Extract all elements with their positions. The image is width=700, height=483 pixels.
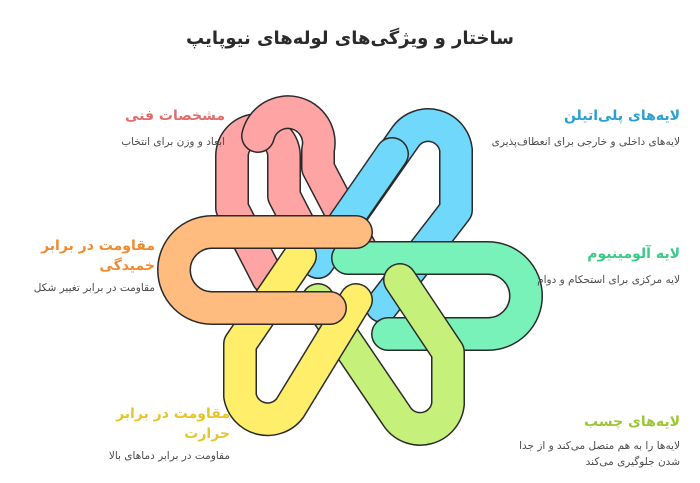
aluminum-desc: لایه مرکزی برای استحکام و دوام	[537, 274, 680, 286]
polyethylene-desc: لایه‌های داخلی و خارجی برای انعطاف‌پذیری	[491, 136, 680, 148]
adhesive-desc: لایه‌ها را به هم متصل می‌کند و از جدا شد…	[519, 440, 680, 468]
heat-resistance-block: مقاومت در برابر حرارت مقاومت در برابر دم…	[85, 404, 230, 464]
bend-resistance-desc: مقاومت در برابر تغییر شکل	[33, 282, 155, 294]
specs-heading: مشخصات فنی	[124, 108, 225, 124]
lime-loop-shape	[301, 263, 465, 446]
orange-loop-shape	[157, 215, 373, 325]
bend-resistance-block: مقاومت در برابر خمیدگی مقاومت در برابر ت…	[20, 236, 155, 296]
adhesive-heading: لایه‌های چسب	[584, 414, 680, 430]
heat-resistance-heading: مقاومت در برابر حرارت	[116, 406, 230, 442]
aluminum-block: لایه آلومینیوم لایه مرکزی برای استحکام و…	[500, 244, 680, 288]
heat-resistance-desc: مقاومت در برابر دماهای بالا	[108, 450, 230, 462]
diagram-title: ساختار و ویژگی‌های لوله‌های نیوپایپ	[186, 28, 514, 49]
yellow-loop-shape	[223, 239, 373, 437]
polyethylene-heading: لایه‌های پلی‌اتیلن	[563, 108, 680, 124]
adhesive-block: لایه‌های چسب لایه‌ها را به هم متصل می‌کن…	[500, 412, 680, 470]
specs-block: مشخصات فنی ابعاد و وزن برای انتخاب	[95, 106, 225, 150]
specs-desc: ابعاد و وزن برای انتخاب	[121, 136, 225, 148]
red-loop-shape	[215, 95, 379, 295]
aluminum-heading: لایه آلومینیوم	[587, 246, 680, 262]
bend-resistance-heading: مقاومت در برابر خمیدگی	[41, 238, 155, 274]
green-loop-shape	[331, 241, 543, 351]
polyethylene-block: لایه‌های پلی‌اتیلن لایه‌های داخلی و خارج…	[470, 106, 680, 150]
